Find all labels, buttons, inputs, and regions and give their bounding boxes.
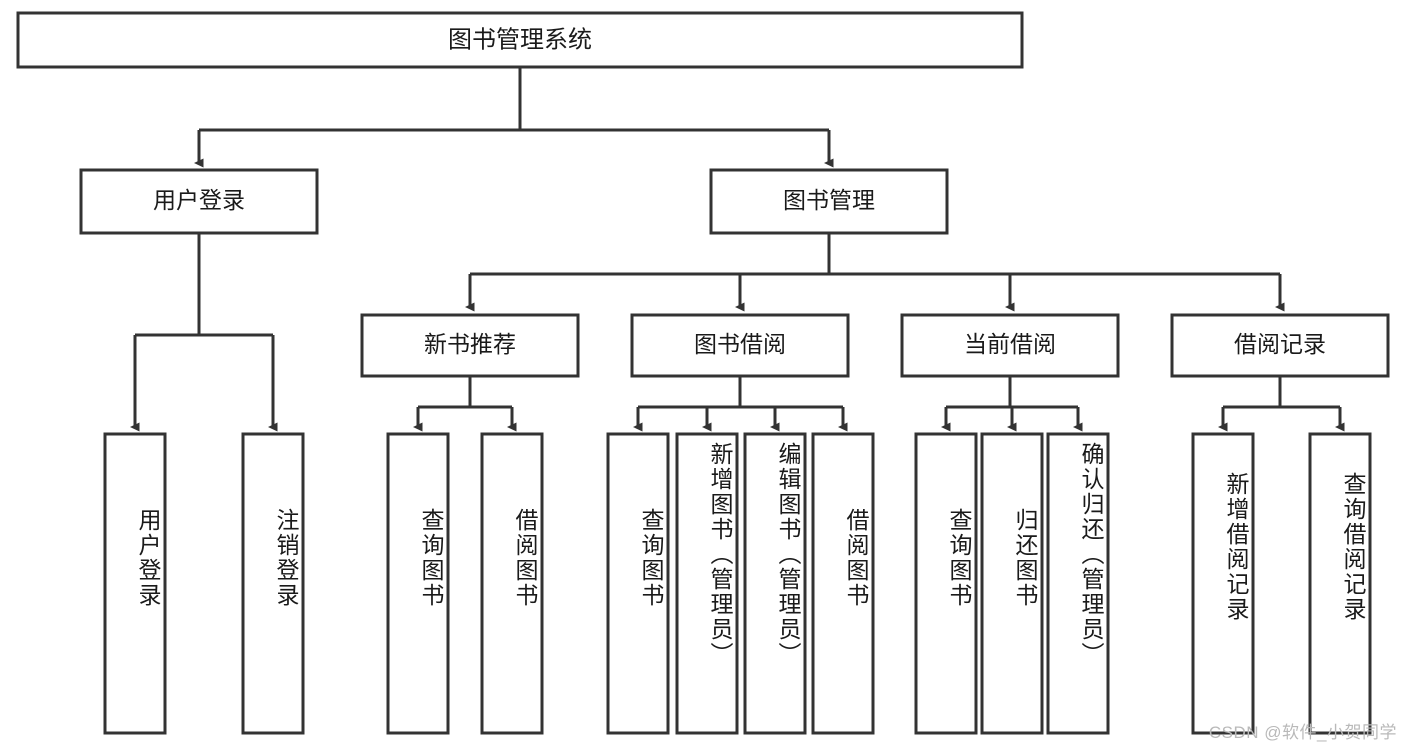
- connector-group-borrow-record: [1218, 376, 1345, 432]
- connector-group-user-login: [130, 233, 278, 432]
- connector-group-root: [194, 67, 834, 168]
- node-root[interactable]: 图书管理系统: [16, 11, 1024, 69]
- csdn-watermark: CSDN @软件_小贺同学: [1208, 723, 1397, 742]
- node-new-book-recommend-label: 新书推荐: [424, 331, 516, 357]
- leaf-add-book-box[interactable]: [675, 432, 739, 735]
- connector-group-current-borrow: [941, 376, 1083, 432]
- leaf-query-record-box[interactable]: [1308, 432, 1372, 735]
- node-user-login[interactable]: 用户登录: [79, 168, 319, 235]
- leaf-edit-book-box[interactable]: [743, 432, 807, 735]
- node-current-borrow-box[interactable]: [900, 313, 1120, 378]
- node-current-borrow-label: 当前借阅: [964, 331, 1056, 357]
- leaf-query-book-2-box[interactable]: [606, 432, 670, 735]
- node-book-borrow-box[interactable]: [630, 313, 850, 378]
- node-user-login-box[interactable]: [79, 168, 319, 235]
- leaf-add-record-box[interactable]: [1191, 432, 1255, 735]
- node-book-manage[interactable]: 图书管理: [709, 168, 949, 235]
- node-book-borrow[interactable]: 图书借阅: [630, 313, 850, 378]
- leaf-borrow-book-2-box[interactable]: [811, 432, 875, 735]
- leaf-borrow-book-1-box[interactable]: [480, 432, 544, 735]
- leaf-boxes: [103, 432, 1372, 735]
- leaf-confirm-return-box[interactable]: [1046, 432, 1110, 735]
- node-current-borrow[interactable]: 当前借阅: [900, 313, 1120, 378]
- node-book-manage-box[interactable]: [709, 168, 949, 235]
- leaf-logout-login-box[interactable]: [241, 432, 305, 735]
- node-root-label: 图书管理系统: [448, 26, 592, 53]
- leaf-return-book-box[interactable]: [980, 432, 1044, 735]
- leaf-query-book-3-box[interactable]: [914, 432, 978, 735]
- connector-group-book-borrow: [633, 376, 848, 432]
- connector-group-new-book-recommend: [413, 376, 517, 432]
- connector-group-book-manage: [465, 233, 1285, 312]
- node-borrow-record-box[interactable]: [1170, 313, 1390, 378]
- leaf-user-login-box[interactable]: [103, 432, 167, 735]
- leaf-query-book-1-box[interactable]: [386, 432, 450, 735]
- node-borrow-record[interactable]: 借阅记录: [1170, 313, 1390, 378]
- node-root-box[interactable]: [16, 11, 1024, 69]
- node-new-book-recommend[interactable]: 新书推荐: [360, 313, 580, 378]
- node-book-borrow-label: 图书借阅: [694, 331, 786, 357]
- node-book-manage-label: 图书管理: [783, 187, 875, 213]
- node-new-book-recommend-box[interactable]: [360, 313, 580, 378]
- node-borrow-record-label: 借阅记录: [1234, 331, 1326, 357]
- node-user-login-label: 用户登录: [153, 187, 245, 213]
